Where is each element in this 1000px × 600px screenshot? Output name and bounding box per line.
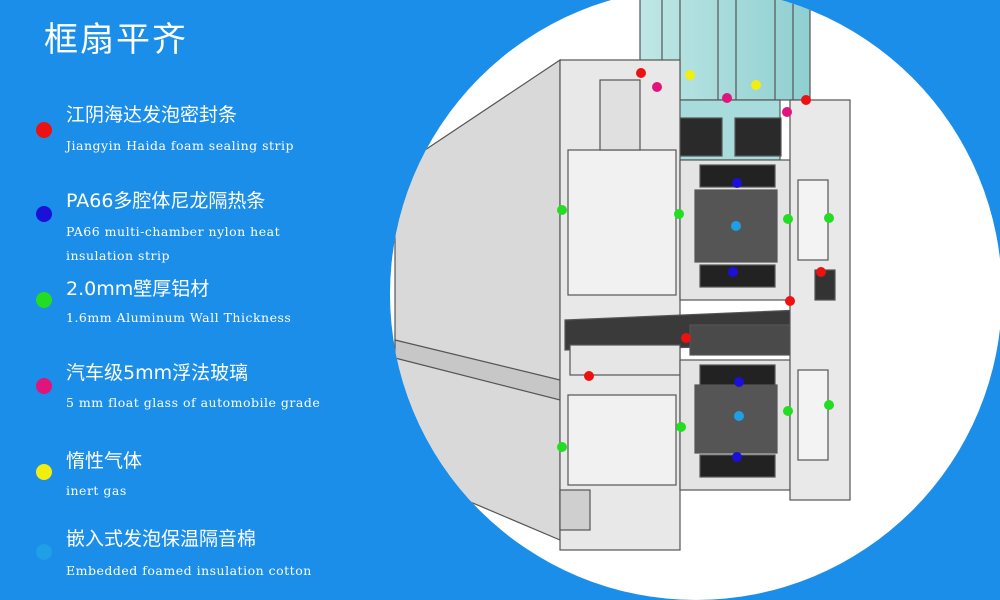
legend-en-label: insulation strip <box>66 248 170 263</box>
legend-en-label: 5 mm float glass of automobile grade <box>66 395 321 410</box>
red-dot-icon <box>36 122 52 138</box>
red-dot-icon <box>681 333 691 343</box>
yellow-dot-icon <box>751 80 761 90</box>
legend-zh-label: 惰性气体 <box>66 450 143 472</box>
blue-dot-icon <box>728 267 738 277</box>
green-dot-icon <box>824 400 834 410</box>
markers <box>557 68 834 462</box>
legend-en-label: 1.6mm Aluminum Wall Thickness <box>66 310 292 325</box>
yellow-dot-icon <box>685 70 695 80</box>
page-title: 框扇平齐 <box>44 20 188 60</box>
magenta-dot-icon <box>782 107 792 117</box>
red-dot-icon <box>785 296 795 306</box>
middle-profile <box>564 309 801 376</box>
legend-en-label: PA66 multi-chamber nylon heat <box>66 224 281 239</box>
green-dot-icon <box>783 214 793 224</box>
lightblue-dot-icon <box>731 221 741 231</box>
red-dot-icon <box>816 267 826 277</box>
blue-dot-icon <box>732 178 742 188</box>
magenta-dot-icon <box>652 82 662 92</box>
magenta-dot-icon <box>722 93 732 103</box>
legend-zh-label: 江阴海达发泡密封条 <box>66 104 238 126</box>
legend-en-label: inert gas <box>66 483 127 498</box>
green-dot-icon <box>36 292 52 308</box>
legend-zh-label: 嵌入式发泡保温隔音棉 <box>66 528 257 550</box>
outer-frame-profile <box>394 58 681 551</box>
green-dot-icon <box>676 422 686 432</box>
yellow-dot-icon <box>36 464 52 480</box>
sash-profile <box>789 99 851 501</box>
red-dot-icon <box>801 95 811 105</box>
red-dot-icon <box>636 68 646 78</box>
blue-dot-icon <box>732 452 742 462</box>
lightblue-dot-icon <box>36 544 52 560</box>
blue-dot-icon <box>734 377 744 387</box>
green-dot-icon <box>783 406 793 416</box>
green-dot-icon <box>674 209 684 219</box>
legend-zh-label: 2.0mm壁厚铝材 <box>66 278 210 300</box>
green-dot-icon <box>557 442 567 452</box>
legend-en-label: Jiangyin Haida foam sealing strip <box>66 138 295 153</box>
green-dot-icon <box>557 205 567 215</box>
red-dot-icon <box>584 371 594 381</box>
legend-zh-label: PA66多腔体尼龙隔热条 <box>66 190 266 212</box>
legend-zh-label: 汽车级5mm浮法玻璃 <box>66 362 249 384</box>
lightblue-dot-icon <box>734 411 744 421</box>
legend-en-label: Embedded foamed insulation cotton <box>66 563 312 578</box>
magenta-dot-icon <box>36 378 52 394</box>
blue-dot-icon <box>36 206 52 222</box>
green-dot-icon <box>824 213 834 223</box>
